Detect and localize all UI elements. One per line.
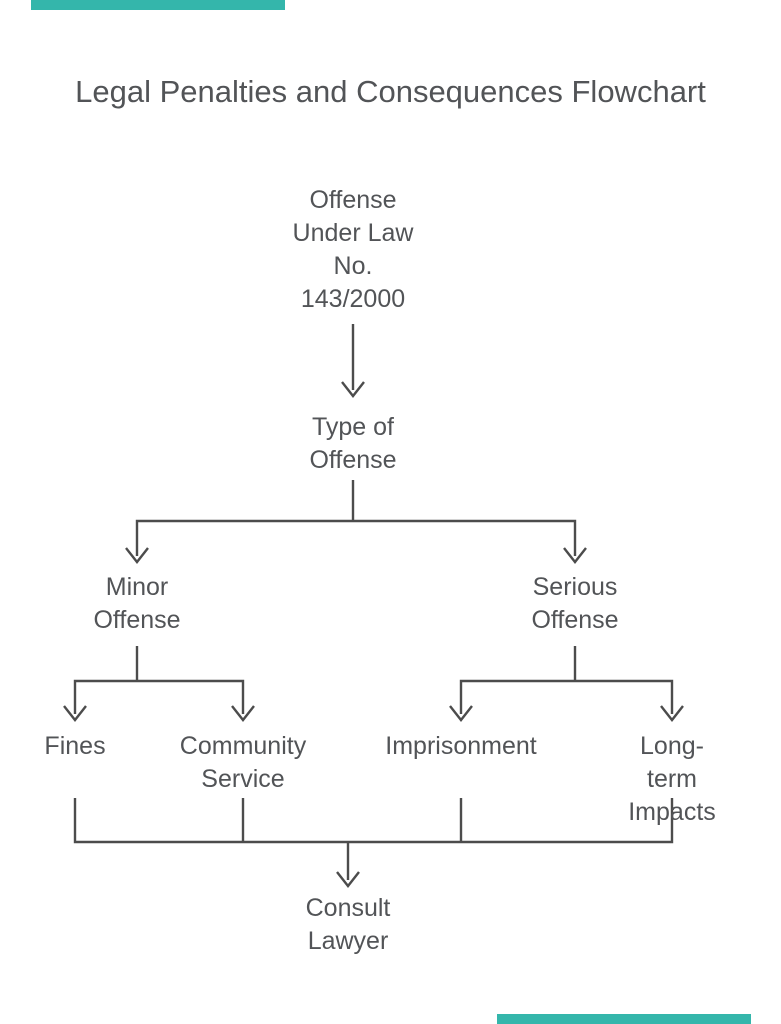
arrowhead-down-icon <box>341 381 365 398</box>
edge-type-to-children <box>125 480 587 564</box>
edge-leaves-to-consult <box>73 798 674 888</box>
page-title: Legal Penalties and Consequences Flowcha… <box>75 74 706 109</box>
arrowhead-down-icon <box>660 705 684 722</box>
arrowhead-down-icon <box>125 547 149 564</box>
edge-line <box>73 679 245 714</box>
node-long-term-impacts: Long-term Impacts <box>628 732 716 826</box>
edge-line <box>459 679 674 714</box>
node-type-of-offense: Type of Offense <box>309 413 397 474</box>
bottom-accent-bar <box>497 1014 751 1024</box>
node-imprisonment: Imprisonment <box>385 732 537 760</box>
arrowhead-down-icon <box>563 547 587 564</box>
node-community-service: Community Service <box>179 732 307 793</box>
node-consult-lawyer: Consult Lawyer <box>305 894 391 955</box>
edge-line <box>73 798 674 844</box>
arrowhead-down-icon <box>231 705 255 722</box>
node-serious-offense: Serious Offense <box>531 573 619 634</box>
arrowhead-down-icon <box>449 705 473 722</box>
edge-serious-to-children <box>449 646 684 722</box>
node-minor-offense: Minor Offense <box>93 573 181 634</box>
node-offense-under-law: Offense Under Law No. 143/2000 <box>292 186 414 313</box>
top-accent-bar <box>31 0 285 10</box>
edge-line <box>135 519 577 556</box>
node-fines: Fines <box>44 732 106 760</box>
arrowhead-down-icon <box>336 871 360 888</box>
edge-root-to-type <box>341 324 365 398</box>
edge-minor-to-children <box>63 646 255 722</box>
arrowhead-down-icon <box>63 705 87 722</box>
